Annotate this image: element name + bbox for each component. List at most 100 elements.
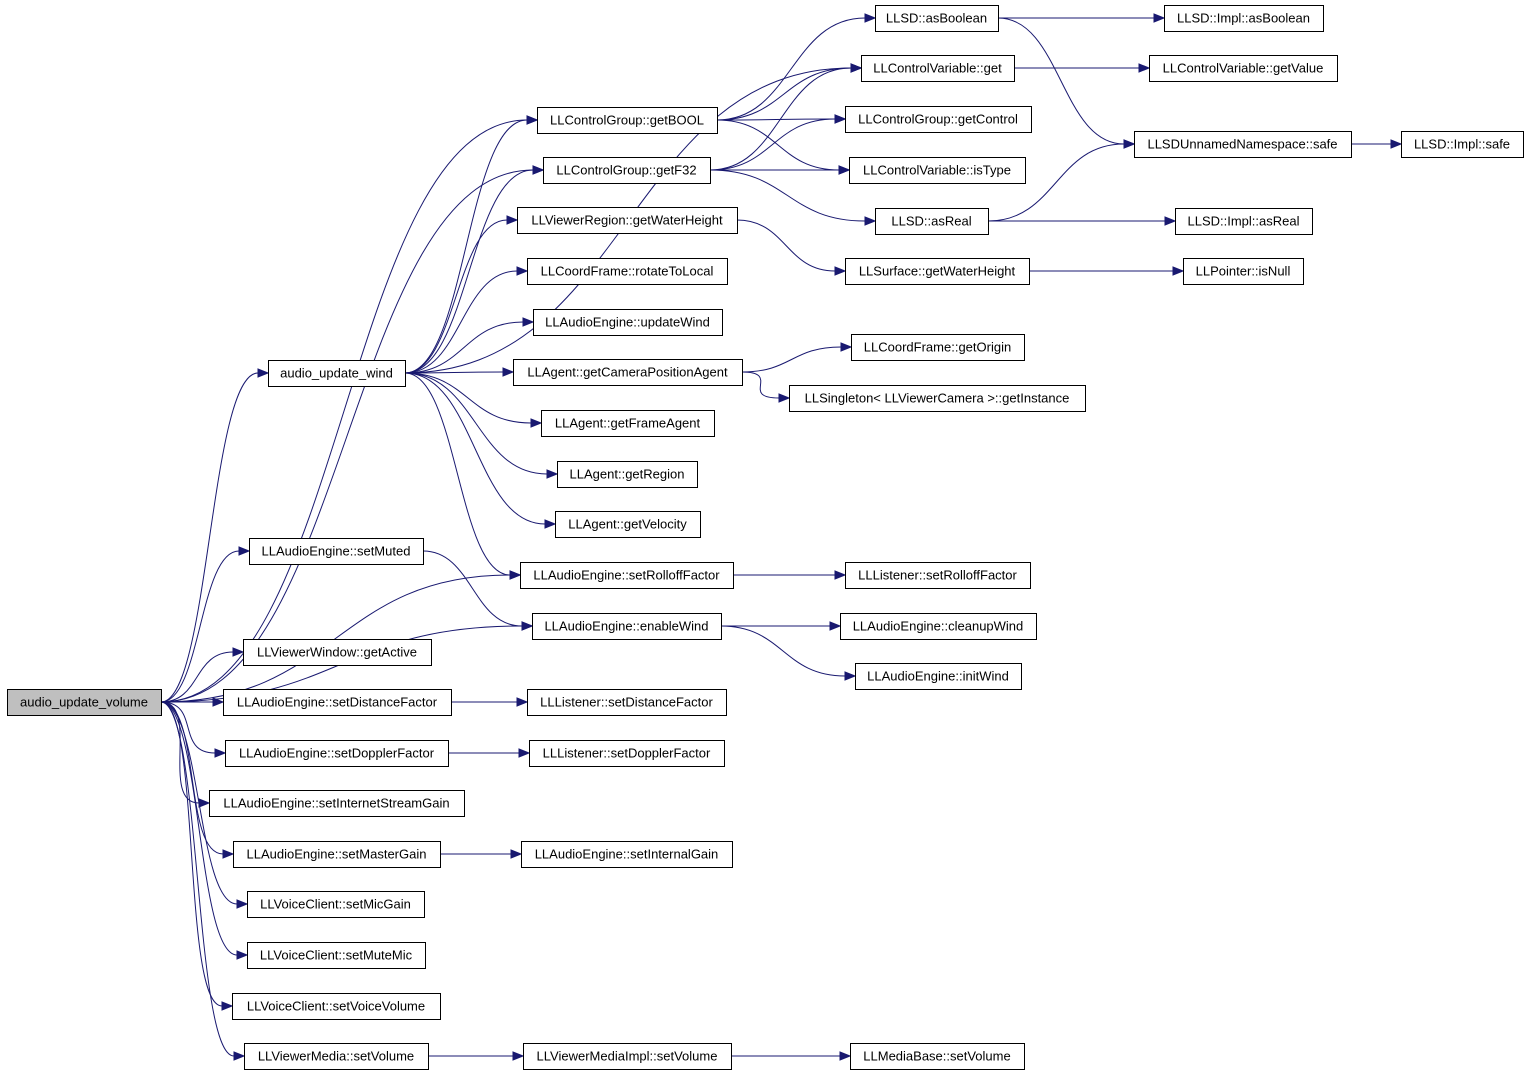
graph-node-get-control[interactable]: LLControlGroup::getControl (845, 106, 1032, 133)
node-box[interactable] (840, 613, 1037, 640)
call-edge-as-real-to-safe (987, 143, 1125, 222)
node-box[interactable] (244, 1043, 429, 1070)
node-box[interactable] (523, 1043, 732, 1070)
graph-node-get-instance[interactable]: LLSingleton< LLViewerCamera >::getInstan… (789, 385, 1086, 412)
node-box[interactable] (845, 562, 1031, 589)
node-box[interactable] (537, 107, 718, 134)
graph-node-update-wind[interactable]: LLAudioEngine::updateWind (533, 309, 723, 336)
node-box[interactable] (249, 538, 424, 565)
node-box[interactable] (850, 1043, 1025, 1070)
node-box[interactable] (855, 663, 1022, 690)
graph-node-impl-safe[interactable]: LLSD::Impl::safe (1401, 131, 1524, 158)
graph-node-init-wind[interactable]: LLAudioEngine::initWind (855, 663, 1022, 690)
node-box[interactable] (532, 613, 722, 640)
node-box[interactable] (247, 942, 426, 969)
graph-node-safe[interactable]: LLSDUnnamedNamespace::safe (1134, 131, 1352, 158)
node-box[interactable] (845, 258, 1030, 285)
node-box[interactable] (849, 157, 1026, 184)
node-box[interactable] (1183, 258, 1304, 285)
graph-node-get-value[interactable]: LLControlVariable::getValue (1149, 55, 1338, 82)
graph-node-set-voice-volume[interactable]: LLVoiceClient::setVoiceVolume (232, 993, 441, 1020)
graph-node-listener-set-distance-factor[interactable]: LLListener::setDistanceFactor (527, 689, 727, 716)
node-box[interactable] (513, 359, 743, 386)
node-box[interactable] (521, 841, 733, 868)
graph-node-get-active[interactable]: LLViewerWindow::getActive (243, 639, 432, 666)
node-label: LLViewerWindow::getActive (257, 645, 417, 660)
node-box[interactable] (7, 689, 162, 716)
graph-node-impl-as-boolean[interactable]: LLSD::Impl::asBoolean (1164, 5, 1324, 32)
node-label: LLAudioEngine::enableWind (544, 619, 708, 634)
graph-node-cleanup-wind[interactable]: LLAudioEngine::cleanupWind (840, 613, 1037, 640)
node-label: LLAudioEngine::setDistanceFactor (237, 695, 438, 710)
graph-node-as-real[interactable]: LLSD::asReal (875, 208, 989, 235)
node-box[interactable] (209, 790, 465, 817)
graph-node-media-base-set-volume[interactable]: LLMediaBase::setVolume (850, 1043, 1025, 1070)
node-box[interactable] (557, 461, 698, 488)
node-box[interactable] (232, 993, 441, 1020)
graph-node-media-set-volume[interactable]: LLViewerMedia::setVolume (244, 1043, 429, 1070)
graph-node-rotate-to-local[interactable]: LLCoordFrame::rotateToLocal (527, 258, 728, 285)
graph-node-audio-update-wind[interactable]: audio_update_wind (268, 360, 406, 387)
graph-node-set-muted[interactable]: LLAudioEngine::setMuted (249, 538, 424, 565)
node-box[interactable] (543, 157, 711, 184)
node-box[interactable] (851, 334, 1025, 361)
node-box[interactable] (1401, 131, 1524, 158)
graph-node-get-camera-position-agent[interactable]: LLAgent::getCameraPositionAgent (513, 359, 743, 386)
node-box[interactable] (529, 740, 725, 767)
node-box[interactable] (517, 207, 738, 234)
arrow-head-icon (1138, 63, 1151, 73)
graph-node-set-internal-gain[interactable]: LLAudioEngine::setInternalGain (521, 841, 733, 868)
node-box[interactable] (520, 562, 734, 589)
graph-node-is-type[interactable]: LLControlVariable::isType (849, 157, 1026, 184)
graph-node-impl-as-real[interactable]: LLSD::Impl::asReal (1175, 208, 1313, 235)
node-box[interactable] (789, 385, 1086, 412)
graph-node-get-origin[interactable]: LLCoordFrame::getOrigin (851, 334, 1025, 361)
call-edge-audio-update-wind-to-get-f32 (404, 169, 534, 374)
node-box[interactable] (527, 689, 727, 716)
node-box[interactable] (1149, 55, 1338, 82)
graph-node-get-f32[interactable]: LLControlGroup::getF32 (543, 157, 711, 184)
node-label: LLVoiceClient::setMuteMic (260, 948, 413, 963)
node-box[interactable] (1134, 131, 1352, 158)
call-edge-audio-update-wind-to-rotate-to-local (404, 270, 518, 374)
graph-node-get-frame-agent[interactable]: LLAgent::getFrameAgent (541, 410, 715, 437)
graph-node-get-bool[interactable]: LLControlGroup::getBOOL (537, 107, 718, 134)
graph-node-cv-get[interactable]: LLControlVariable::get (861, 55, 1015, 82)
node-box[interactable] (533, 309, 723, 336)
graph-node-is-null[interactable]: LLPointer::isNull (1183, 258, 1304, 285)
graph-node-get-region[interactable]: LLAgent::getRegion (557, 461, 698, 488)
graph-node-set-mute-mic[interactable]: LLVoiceClient::setMuteMic (247, 942, 426, 969)
node-box[interactable] (225, 740, 449, 767)
graph-node-set-doppler-factor[interactable]: LLAudioEngine::setDopplerFactor (225, 740, 449, 767)
node-box[interactable] (1164, 5, 1324, 32)
graph-node-enable-wind[interactable]: LLAudioEngine::enableWind (532, 613, 722, 640)
graph-node-set-internet-stream-gain[interactable]: LLAudioEngine::setInternetStreamGain (209, 790, 465, 817)
graph-node-surface-get-water-height[interactable]: LLSurface::getWaterHeight (845, 258, 1030, 285)
graph-node-set-distance-factor[interactable]: LLAudioEngine::setDistanceFactor (223, 689, 452, 716)
graph-node-set-rolloff-factor[interactable]: LLAudioEngine::setRolloffFactor (520, 562, 734, 589)
node-box[interactable] (243, 639, 432, 666)
node-box[interactable] (247, 891, 425, 918)
node-box[interactable] (1175, 208, 1313, 235)
node-box[interactable] (861, 55, 1015, 82)
node-box[interactable] (223, 689, 452, 716)
graph-node-audio-update-volume[interactable]: audio_update_volume (7, 689, 162, 716)
graph-node-listener-set-rolloff-factor[interactable]: LLListener::setRolloffFactor (845, 562, 1031, 589)
node-box[interactable] (875, 208, 989, 235)
graph-node-get-water-height[interactable]: LLViewerRegion::getWaterHeight (517, 207, 738, 234)
node-box[interactable] (268, 360, 406, 387)
graph-node-set-mic-gain[interactable]: LLVoiceClient::setMicGain (247, 891, 425, 918)
node-box[interactable] (541, 410, 715, 437)
graph-node-get-velocity[interactable]: LLAgent::getVelocity (555, 511, 701, 538)
graph-node-set-master-gain[interactable]: LLAudioEngine::setMasterGain (233, 841, 441, 868)
call-edge-enable-wind-to-init-wind (720, 625, 846, 677)
graph-node-as-boolean[interactable]: LLSD::asBoolean (875, 5, 999, 32)
node-box[interactable] (845, 106, 1032, 133)
call-edge-audio-update-volume-to-set-muted (160, 550, 240, 703)
node-box[interactable] (555, 511, 701, 538)
node-box[interactable] (875, 5, 999, 32)
graph-node-listener-set-doppler-factor[interactable]: LLListener::setDopplerFactor (529, 740, 725, 767)
graph-node-media-impl-set-volume[interactable]: LLViewerMediaImpl::setVolume (523, 1043, 732, 1070)
node-box[interactable] (233, 841, 441, 868)
node-box[interactable] (527, 258, 728, 285)
